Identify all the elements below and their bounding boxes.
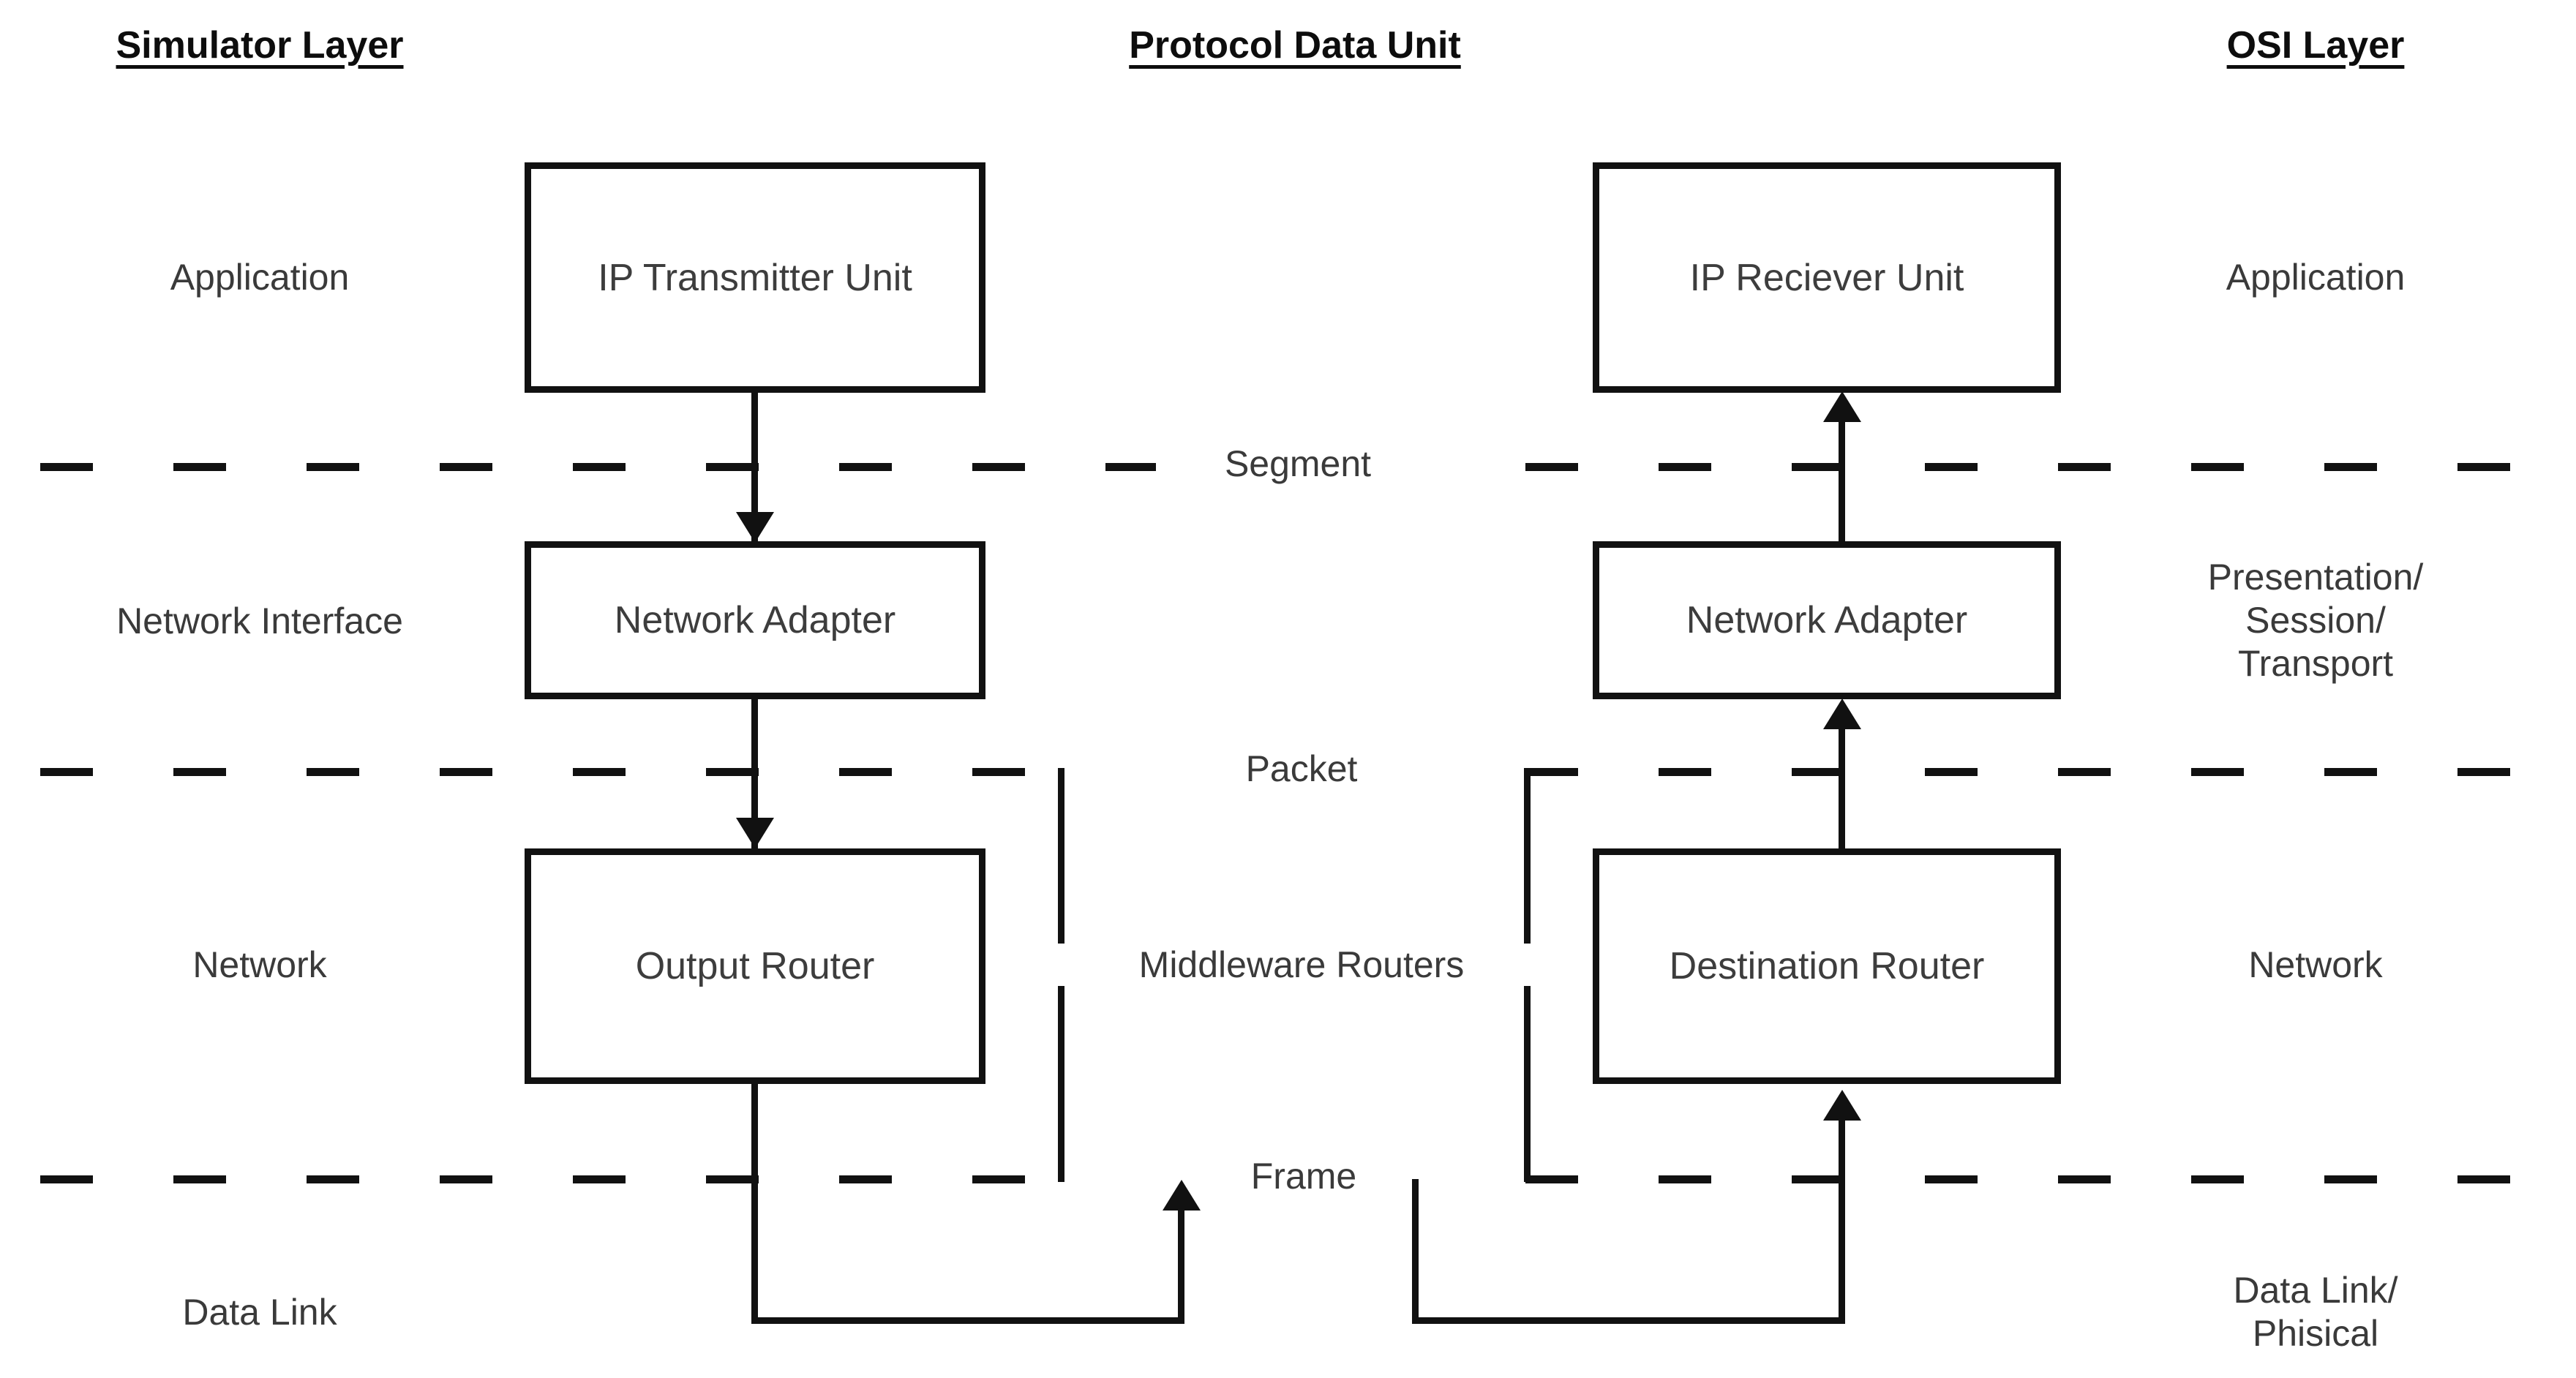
connector-transmitter-to-adapter [751, 391, 758, 541]
column-header-simulator-layer: Simulator Layer [116, 24, 404, 67]
connector-adapter-to-output-router [751, 699, 758, 848]
column-header-protocol-data-unit: Protocol Data Unit [1129, 24, 1461, 67]
node-output-router[interactable]: Output Router [525, 848, 985, 1084]
arrowhead-adapter-to-output-router [736, 818, 774, 848]
arrowhead-adapter-to-receiver [1823, 391, 1861, 422]
connector-destination-router-riser [1839, 1119, 1845, 1320]
node-label-ip-transmitter-unit: IP Transmitter Unit [598, 256, 912, 299]
connector-frame-to-destination-across [1412, 1317, 1845, 1324]
simulator-layer-network: Network [192, 944, 327, 985]
osi-layer-application: Application [2226, 257, 2406, 298]
connector-output-router-drop [751, 1083, 758, 1324]
node-label-ip-reciever-unit: IP Reciever Unit [1689, 256, 1964, 299]
node-label-destination-router: Destination Router [1669, 945, 1985, 987]
layer-divider-packet [0, 768, 2576, 776]
column-header-osi-layer: OSI Layer [2226, 24, 2405, 67]
layer-divider-segment [0, 463, 2576, 471]
node-ip-reciever-unit[interactable]: IP Reciever Unit [1593, 162, 2061, 393]
arrowhead-destination-router-to-adapter [1823, 699, 1861, 729]
layer-divider-frame [0, 1175, 2576, 1183]
osi-layer-network: Network [2248, 944, 2383, 985]
node-network-adapter-left[interactable]: Network Adapter [525, 541, 985, 699]
connector-output-router-across [751, 1317, 1184, 1324]
pdu-label-frame: Frame [1206, 1155, 1402, 1197]
osi-layer-data-link-physical: Data Link/ Phisical [2233, 1270, 2398, 1354]
pdu-label-packet: Packet [1193, 748, 1411, 790]
node-network-adapter-right[interactable]: Network Adapter [1593, 541, 2061, 699]
simulator-layer-data-link: Data Link [182, 1292, 337, 1333]
arrowhead-transmitter-to-adapter [736, 512, 774, 543]
arrowhead-output-router-to-frame [1163, 1180, 1201, 1211]
simulator-layer-application: Application [170, 257, 350, 298]
connector-adapter-to-receiver [1839, 421, 1845, 546]
pdu-label-segment: Segment [1156, 443, 1440, 485]
node-label-middleware-routers: Middleware Routers [1058, 944, 1545, 986]
connector-frame-to-destination-drop [1412, 1179, 1419, 1322]
simulator-layer-network-interface: Network Interface [116, 600, 403, 641]
connector-output-router-riser [1178, 1211, 1184, 1320]
node-label-network-adapter-right: Network Adapter [1686, 599, 1968, 641]
osi-layer-presentation-session-transport: Presentation/ Session/ Transport [2207, 557, 2424, 684]
node-label-network-adapter-left: Network Adapter [614, 599, 896, 641]
node-label-output-router: Output Router [635, 945, 875, 987]
node-destination-router[interactable]: Destination Router [1593, 848, 2061, 1084]
arrowhead-to-destination-router [1823, 1090, 1861, 1121]
node-ip-transmitter-unit[interactable]: IP Transmitter Unit [525, 162, 985, 393]
connector-destination-router-to-adapter [1839, 728, 1845, 852]
